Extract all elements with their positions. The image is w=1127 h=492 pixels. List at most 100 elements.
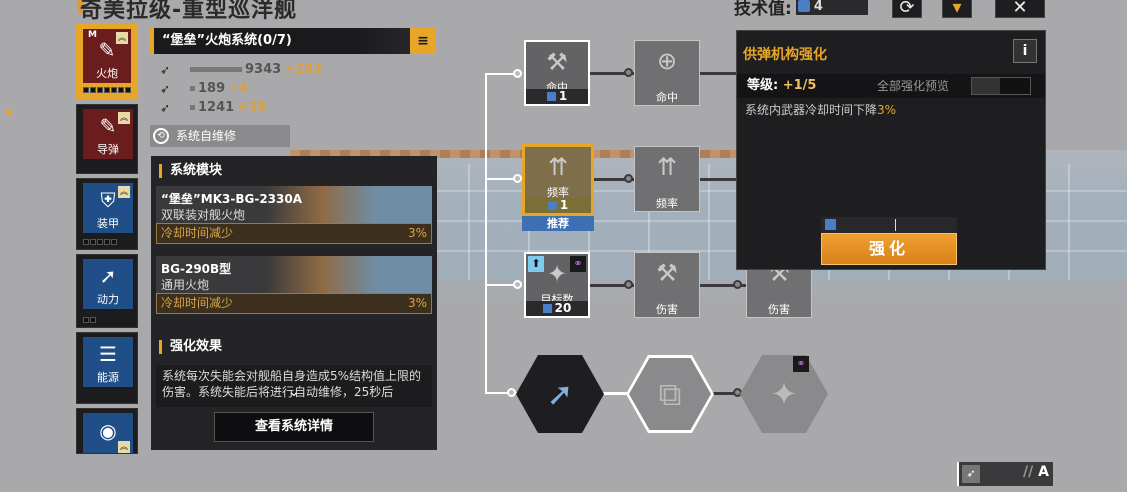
node-dot — [624, 280, 633, 289]
recommended-badge: 推荐 — [522, 216, 594, 231]
tree-node-targets[interactable]: ⬆ ⚭ ✦ 目标数 20 — [524, 252, 590, 318]
star-burst-icon: ✦ — [546, 260, 568, 288]
node-cost: 1 — [525, 198, 591, 213]
link-icon: ⚭ — [793, 356, 809, 372]
sidebar-item-label: 装甲 — [97, 217, 119, 230]
tree-node-frequency-1[interactable]: ⇈ 频率 1 — [522, 144, 594, 216]
stat-value: 189 — [198, 81, 226, 96]
upgrade-chevron-icon: ︽ — [118, 441, 130, 453]
stat-row: ➶ 9343+282 — [160, 60, 436, 79]
link-line — [590, 284, 634, 287]
tree-node-hit-2[interactable]: ⊕ 命中 — [634, 40, 700, 106]
module-type: 双联装对舰火炮 — [161, 208, 246, 222]
attack-icon: ➶ — [160, 62, 171, 77]
stat-bonus: +282 — [284, 62, 323, 77]
upgrade-description: 系统内武器冷却时间下降3% — [745, 103, 897, 117]
filter-button[interactable]: ▾ — [942, 0, 972, 18]
info-button[interactable]: i — [1013, 39, 1037, 63]
level-pips — [83, 87, 131, 93]
sidebar-item-power[interactable]: ➚ 动力 — [76, 254, 138, 328]
hex-node-thrust[interactable]: ➚ — [516, 355, 604, 433]
repair-icon: ⟲ — [153, 128, 169, 144]
refresh-button[interactable]: ⟳ — [892, 0, 922, 18]
stat-row: ➶ 189+4 — [160, 79, 436, 98]
stat-bonus: +38 — [237, 100, 267, 115]
turret-icon: ⚒ — [546, 48, 568, 76]
stat-bonus: +4 — [228, 81, 249, 96]
thrust-arrow-icon: ➚ — [546, 375, 574, 413]
tree-node-damage-1[interactable]: ⚒ 伤害 — [634, 252, 700, 318]
node-label: 伤害 — [768, 303, 790, 316]
popup-title: 供弹机构强化 — [743, 47, 827, 63]
link-line — [700, 178, 736, 181]
expand-chevron-icon[interactable]: ⌄ — [288, 384, 300, 400]
shell-icon: ✎ — [98, 38, 116, 62]
view-system-details-button[interactable]: 查看系统详情 — [214, 412, 374, 442]
module-type: 通用火炮 — [161, 278, 210, 292]
branch-line — [485, 284, 521, 286]
node-dot — [513, 280, 522, 289]
list-icon: ☰ — [99, 342, 117, 366]
system-header: “堡垒”火炮系统(0/7) ≡ — [150, 28, 436, 54]
link-line — [700, 72, 736, 75]
node-cost: 1 — [526, 89, 588, 104]
level-value: +1/5 — [782, 78, 817, 93]
upgrade-chevron-icon: ︽ — [118, 112, 130, 124]
node-label: 伤害 — [656, 303, 678, 316]
self-repair-tag: ⟲ 系统自维修 — [150, 125, 290, 147]
preview-label: 全部强化预览 — [876, 79, 949, 93]
self-repair-label: 系统自维修 — [176, 129, 237, 143]
node-label: 频率 — [547, 186, 569, 199]
node-dot — [624, 174, 633, 183]
range-icon: ➶ — [160, 100, 171, 115]
node-cost: 20 — [526, 301, 588, 316]
modules-title: 系统模块 — [159, 164, 437, 178]
tree-node-hit-1[interactable]: ⚒ 命中 1 — [524, 40, 590, 106]
link-icon: ⚭ — [570, 256, 586, 272]
crosshair-icon: ⊕ — [656, 47, 678, 75]
link-line — [590, 72, 634, 75]
module-name: BG-290B型 — [161, 262, 232, 276]
level-pips — [83, 317, 96, 323]
link-line — [712, 392, 744, 395]
hex-node-frame[interactable]: ⧉ — [626, 355, 714, 433]
rate-icon: ➶ — [160, 81, 171, 96]
sidebar-item-artillery[interactable]: M ︽ ✎ 火炮 — [76, 24, 138, 100]
grade-indicator[interactable]: ➶ // A — [957, 462, 1053, 486]
cost-bar — [821, 217, 957, 233]
link-line — [700, 284, 746, 287]
sidebar-item-missile[interactable]: ︽ ✎ 导弹 — [76, 104, 138, 174]
preview-toggle[interactable] — [971, 77, 1031, 95]
stat-row: ➶ 1241+38 — [160, 98, 436, 117]
system-stats: ➶ 9343+282 ➶ 189+4 ➶ 1241+38 — [160, 60, 436, 117]
node-dot — [624, 68, 633, 77]
mark-badge: M — [88, 30, 97, 40]
branch-line — [485, 392, 521, 394]
sidebar-item-armor[interactable]: ︽ ⛨ 装甲 — [76, 178, 138, 250]
stat-value: 1241 — [198, 100, 235, 115]
tree-node-frequency-2[interactable]: ⇈ 频率 — [634, 146, 700, 212]
upgrade-button[interactable]: 强化 — [821, 233, 957, 265]
effects-text: 系统每次失能会对舰船自身造成5%结构值上限的伤害。系统失能后将进行自动维修，25… — [156, 365, 432, 407]
missile-icon: ✎ — [99, 114, 117, 138]
sidebar-item-label: 导弹 — [97, 143, 119, 156]
sidebar-item-energy[interactable]: ☰ 能源 — [76, 332, 138, 404]
thrust-icon: ➚ — [99, 264, 117, 288]
turret-up-icon: ⚒ — [656, 259, 678, 287]
link-line — [590, 178, 634, 181]
document-button[interactable]: ≡ — [410, 28, 436, 54]
sidebar-item-label: 动力 — [97, 293, 119, 306]
close-button[interactable]: ✕ — [995, 0, 1045, 18]
sidebar-item-radar[interactable]: ◉ ︽ — [76, 408, 138, 454]
upgrade-badge-icon: ⬆ — [528, 256, 544, 272]
tech-points: 技术值: 4 — [734, 0, 868, 19]
upgrade-popup: 供弹机构强化 i 等级: +1/5 全部强化预览 系统内武器冷却时间下降3% 强… — [736, 30, 1046, 270]
stat-value: 9343 — [245, 62, 282, 77]
rank-icon: ➶ — [962, 465, 980, 483]
branch-line — [485, 178, 521, 180]
hex-node-locked[interactable]: ✦ — [740, 355, 828, 433]
